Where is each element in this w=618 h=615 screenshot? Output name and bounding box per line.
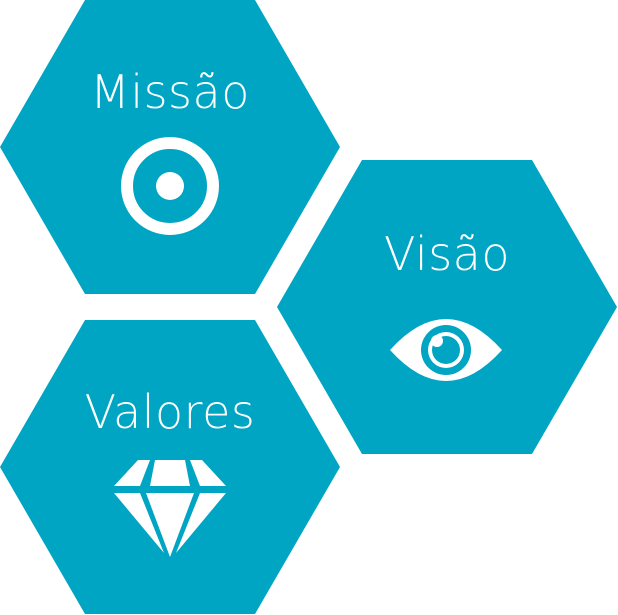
diamond-icon [114, 460, 226, 557]
hexagon-missao-label: Missão [90, 65, 250, 119]
hexagon-missao: Missão [0, 0, 340, 294]
hexagon-visao: Visão [277, 160, 617, 454]
hexagon-visao-shape [277, 160, 617, 454]
hexagon-valores: Valores [0, 320, 340, 614]
hexagon-valores-label: Valores [85, 385, 256, 439]
target-icon [121, 137, 219, 235]
eye-icon [390, 319, 502, 381]
hexagon-visao-label: Visão [384, 227, 510, 281]
